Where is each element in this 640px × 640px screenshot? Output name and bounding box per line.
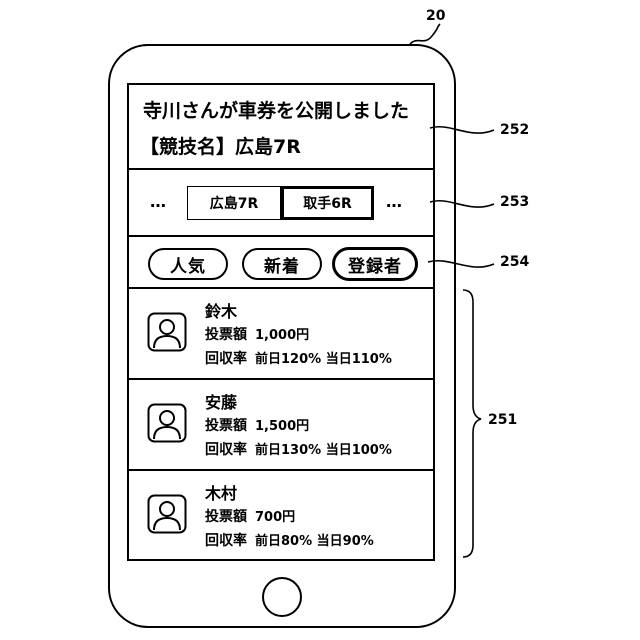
ref-label-notification: 252 [500, 122, 529, 138]
ref-label-device: 20 [426, 8, 445, 24]
ref-label-user-list: 251 [488, 412, 517, 428]
leader-253 [430, 201, 494, 207]
ref-label-race-tabs: 253 [500, 194, 529, 210]
brace-251 [463, 290, 481, 557]
leader-254 [428, 261, 494, 267]
leader-252 [430, 127, 494, 133]
leader-20 [410, 24, 440, 44]
ref-label-sort: 254 [500, 254, 529, 270]
